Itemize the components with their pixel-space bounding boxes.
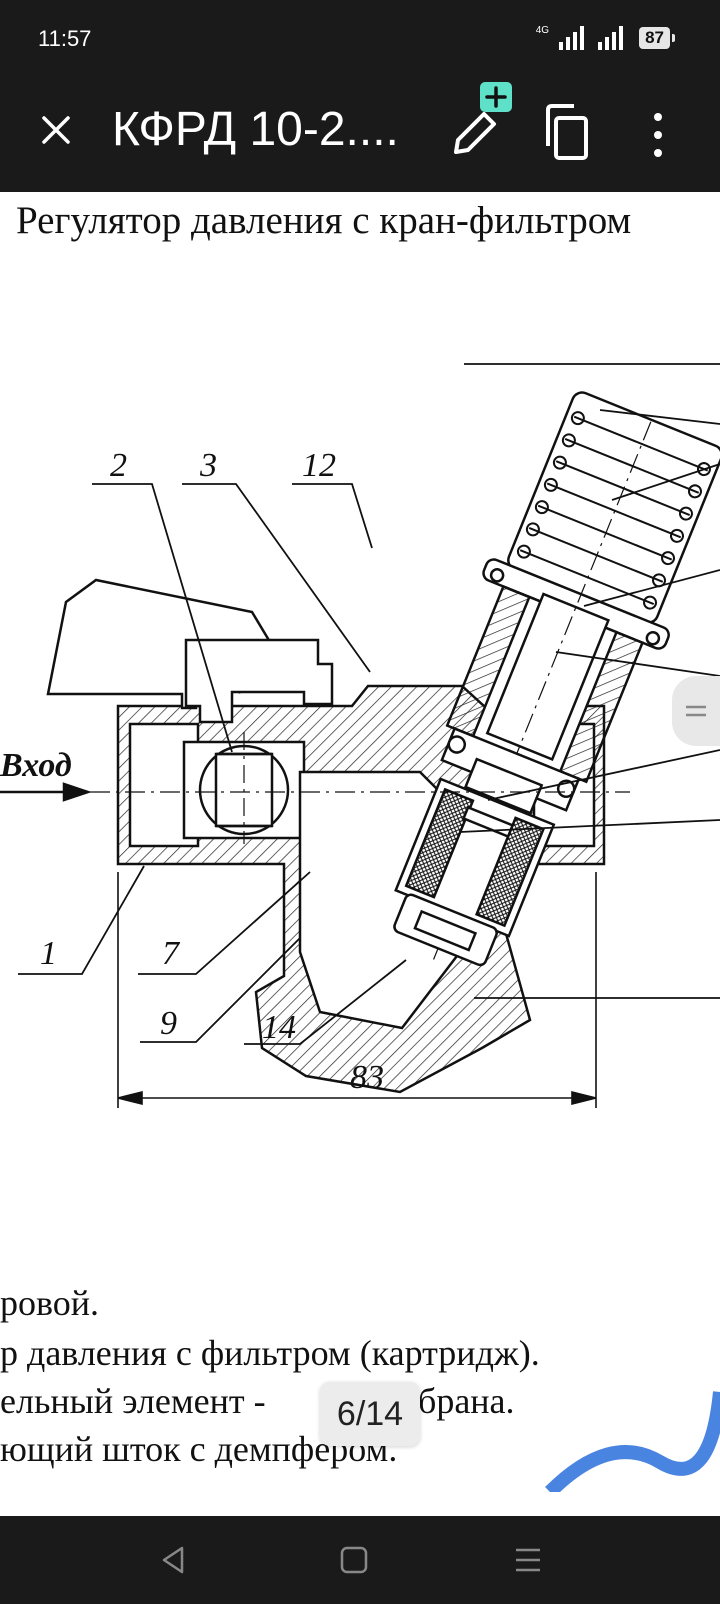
battery-icon: 87 <box>639 27 675 49</box>
network-type: 4G <box>535 24 550 36</box>
drawing-label-14: 14 <box>262 1009 296 1046</box>
text-line-1: ровой. <box>0 1283 100 1323</box>
text-line-2: р давления с фильтром (картридж). <box>0 1333 540 1373</box>
document-title: КФРД 10-2.... <box>112 103 399 156</box>
technical-drawing: 2 3 12 1 7 9 14 83 Вход <box>0 363 720 1108</box>
signal-icon-2 <box>598 26 624 50</box>
text-line-3: ельный элемент - <box>0 1381 266 1421</box>
close-icon <box>42 116 70 144</box>
copy-button[interactable] <box>544 104 592 162</box>
status-time: 11:57 <box>38 26 92 51</box>
drawing-label-1: 1 <box>40 935 57 972</box>
drawing-label-2: 2 <box>110 447 127 484</box>
text-line-3b: брана. <box>418 1381 515 1421</box>
back-button[interactable] <box>154 1540 194 1580</box>
edit-button[interactable] <box>448 82 522 182</box>
back-icon <box>162 1546 184 1574</box>
drawing-label-7: 7 <box>162 935 181 972</box>
drawing-dimension: 83 <box>350 1059 384 1096</box>
drawing-label-12: 12 <box>302 447 336 484</box>
home-button[interactable] <box>334 1540 374 1580</box>
status-indicators: 4G 87 <box>535 24 675 50</box>
edit-add-icon <box>454 82 512 154</box>
watermark-decoration <box>545 1391 720 1492</box>
home-icon <box>340 1546 368 1574</box>
app-bar: КФРД 10-2.... <box>0 82 720 192</box>
drawing-label-9: 9 <box>160 1005 177 1042</box>
scroll-handle[interactable] <box>672 676 720 746</box>
page-indicator: 6/14 <box>320 1382 420 1446</box>
nav-bar <box>0 1516 720 1604</box>
recents-icon <box>516 1548 540 1572</box>
status-bar: 11:57 4G 87 <box>0 0 720 82</box>
close-button[interactable] <box>36 110 76 150</box>
document-heading: Регулятор давления с кран-фильтром <box>16 199 632 242</box>
copy-icon <box>546 104 588 160</box>
drag-handle-icon <box>686 705 706 717</box>
more-vert-icon <box>654 113 662 157</box>
recents-button[interactable] <box>508 1540 548 1580</box>
inlet-label: Вход <box>0 747 72 784</box>
document-viewer[interactable]: Регулятор давления с кран-фильтром <box>0 192 720 1516</box>
drawing-label-3: 3 <box>199 447 217 484</box>
signal-icon <box>559 26 585 50</box>
more-options-button[interactable] <box>648 110 668 160</box>
